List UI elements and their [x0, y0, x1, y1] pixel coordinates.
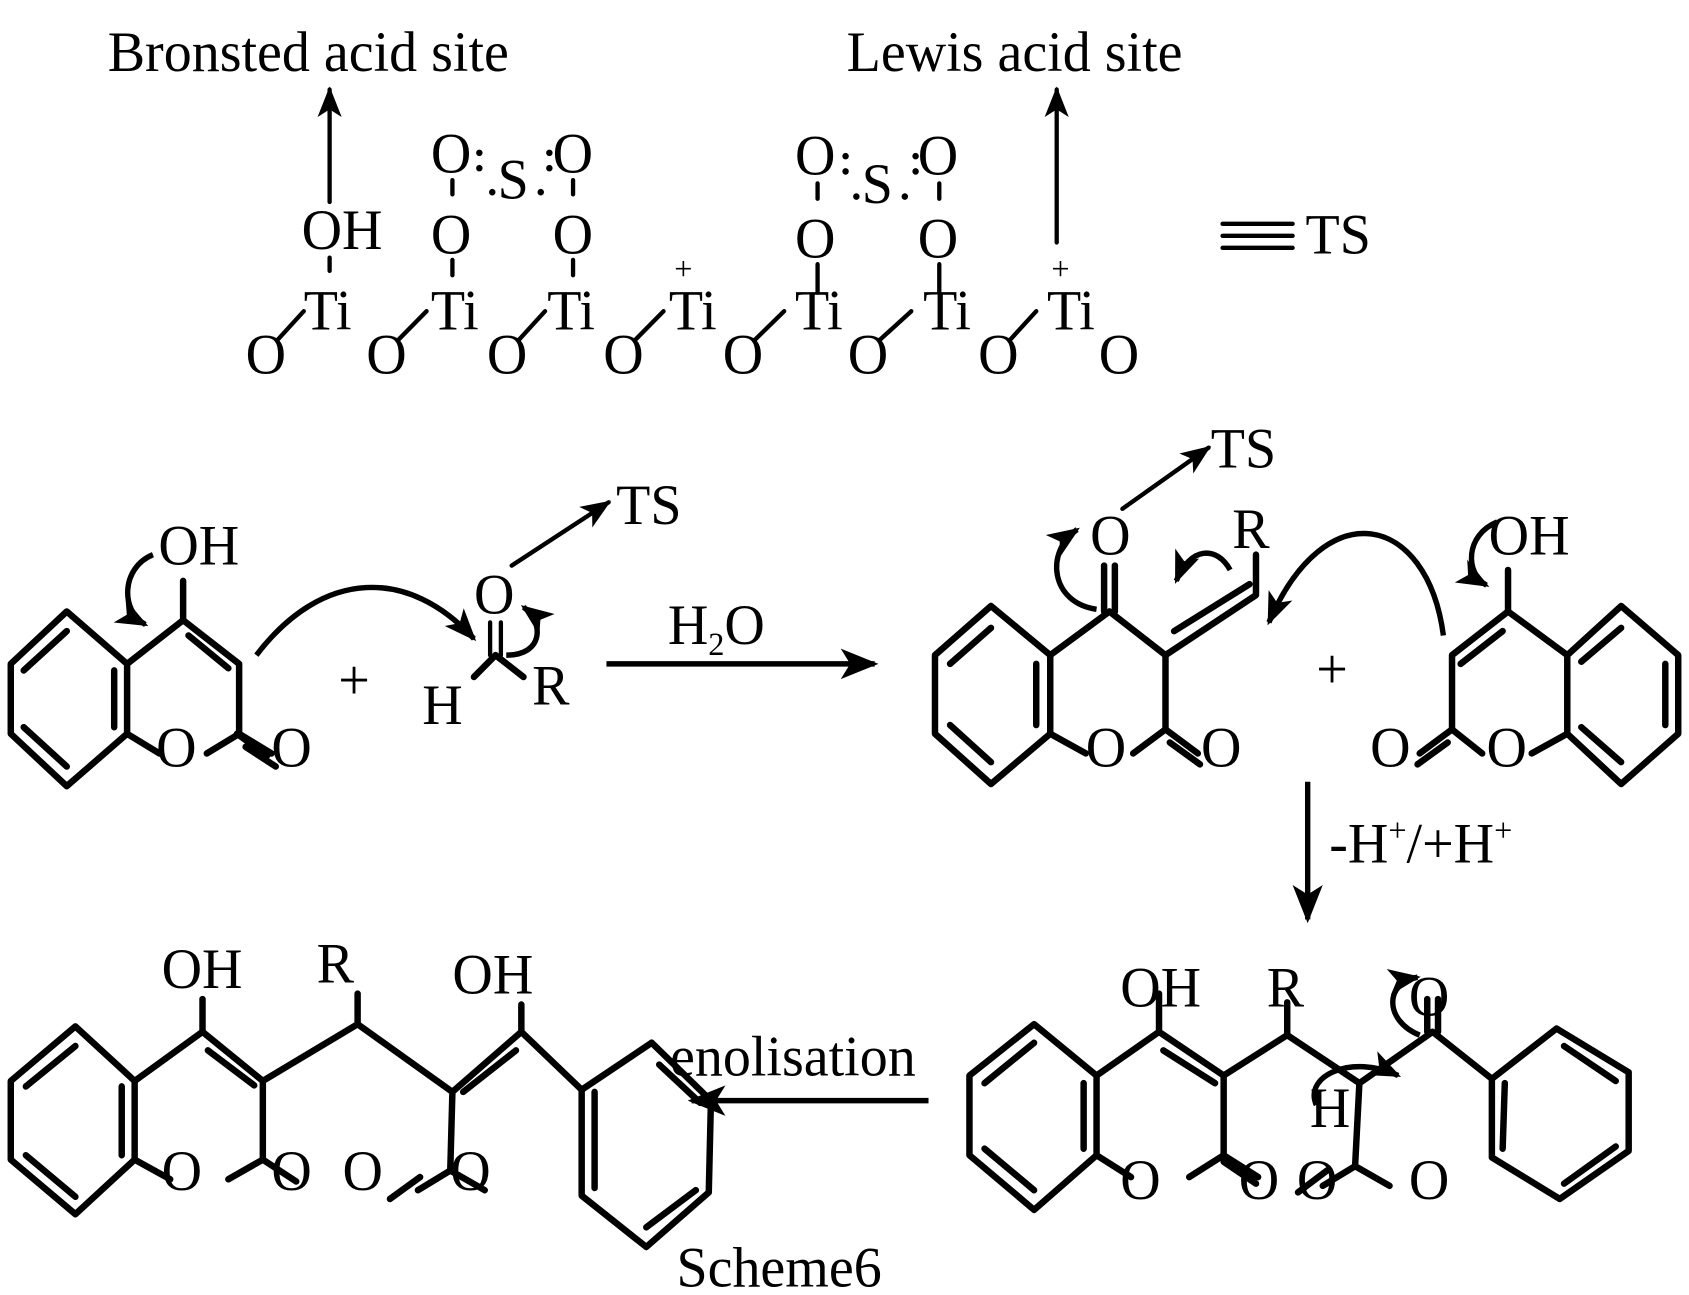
hydroxyl-label: OH	[1489, 505, 1570, 567]
ti-charge: +	[1051, 251, 1069, 287]
bridge-oxygen: O	[603, 324, 643, 386]
water-step: H2O	[606, 595, 879, 680]
enolisation-step: enolisation	[670, 1026, 929, 1116]
carbonyl-oxygen: O	[1239, 1150, 1279, 1212]
curved-arrow	[506, 604, 555, 658]
ring-oxygen: O	[1120, 1150, 1160, 1212]
curved-arrow	[1311, 1051, 1402, 1107]
r-group: R	[1267, 957, 1305, 1019]
ring-oxygen: O	[1486, 717, 1526, 779]
sulfur: S	[498, 149, 529, 211]
scheme-caption: Scheme6	[676, 1237, 881, 1295]
hydroxyl-label: OH	[158, 515, 239, 577]
oxygen: O	[918, 125, 958, 187]
catalyst-structure: Bronsted acid site Lewis acid site OH Ti…	[108, 22, 1371, 387]
bridge-oxygen: O	[1099, 324, 1139, 386]
bridge-oxygen: O	[246, 324, 286, 386]
enolisation-label: enolisation	[670, 1026, 916, 1088]
hydroxyl-label: OH	[1120, 957, 1201, 1019]
bridge-oxygen: O	[978, 324, 1018, 386]
carbonyl-oxygen: O	[1297, 1150, 1337, 1212]
sulfate-group-1: O O S O O	[431, 123, 593, 278]
ring-oxygen: O	[1086, 717, 1126, 779]
oxygen: O	[431, 123, 471, 185]
ti-atom: Ti	[431, 280, 479, 342]
titanium-chain: Ti Ti Ti Ti Ti Ti Ti + + O O O O O O O O	[246, 251, 1140, 386]
ts-equivalence: TS	[1220, 204, 1371, 266]
r-group: R	[317, 933, 355, 995]
ti-atom: Ti	[669, 280, 717, 342]
sulfur: S	[862, 154, 893, 216]
biscoumarin-product: OH R OH O O O O	[7, 933, 715, 1251]
carbonyl-oxygen: O	[271, 717, 311, 779]
ti-atom: Ti	[547, 280, 595, 342]
proton-label-2: /+H	[1407, 813, 1495, 875]
bridge-oxygen: O	[723, 324, 763, 386]
ti-charge: +	[674, 251, 692, 287]
ti-atom: Ti	[304, 280, 352, 342]
keto-intermediate: OH R O H O O O O	[966, 957, 1632, 1214]
ts-coordination-arrow	[509, 500, 612, 568]
oxygen: O	[795, 208, 835, 270]
ketone-oxygen: O	[1090, 505, 1130, 567]
water-subscript: 2	[708, 627, 724, 663]
bronsted-acid-label: Bronsted acid site	[108, 22, 509, 84]
ts-coordination-arrow	[1120, 445, 1212, 512]
ring-oxygen: O	[450, 1141, 490, 1203]
superscript: +	[1494, 813, 1512, 849]
aldehyde-reactant: O H R TS	[422, 475, 681, 737]
plus-sign: +	[1316, 639, 1348, 701]
curved-arrow	[1045, 527, 1098, 612]
superscript: +	[1388, 813, 1406, 849]
plus-sign: +	[338, 649, 370, 711]
bridge-oxygen: O	[848, 324, 888, 386]
water-oxygen: O	[724, 595, 764, 657]
proton-transfer-step: -H+/+H+	[1292, 781, 1512, 924]
oxygen: O	[431, 204, 471, 266]
curved-arrow	[1454, 519, 1499, 588]
r-group: R	[1232, 499, 1270, 561]
hydroxyl-label: OH	[162, 939, 243, 1001]
carbonyl-oxygen: O	[343, 1141, 383, 1203]
carbonyl-oxygen: O	[271, 1141, 311, 1203]
ts-label: TS	[1306, 204, 1371, 266]
curved-arrow	[1386, 969, 1421, 1038]
knoevenagel-intermediate: O O O R TS	[931, 418, 1276, 788]
carbonyl-oxygen: O	[1370, 717, 1410, 779]
r-group: R	[532, 655, 570, 717]
ring-oxygen: O	[162, 1141, 202, 1203]
ti-atom: Ti	[923, 280, 971, 342]
lewis-acid-label: Lewis acid site	[847, 22, 1183, 84]
sulfate-group-2: O O S O O	[795, 125, 958, 295]
hydrogen: H	[422, 675, 462, 737]
hydroxycoumarin-reactant: OH O O	[7, 515, 312, 790]
ti-atom: Ti	[1047, 280, 1095, 342]
ts-label: TS	[1211, 418, 1276, 480]
bridge-oxygen: O	[487, 324, 527, 386]
oxygen: O	[795, 125, 835, 187]
ring-oxygen: O	[1409, 1150, 1449, 1212]
hydroxyl-label: OH	[302, 200, 383, 262]
ts-label: TS	[616, 475, 681, 537]
ring-oxygen: O	[156, 717, 196, 779]
oxygen: O	[553, 123, 593, 185]
aldehyde-oxygen: O	[474, 564, 514, 626]
svg-text:H2O: H2O	[668, 595, 765, 663]
nucleophilic-attack-arrow	[254, 584, 477, 657]
oxygen: O	[918, 208, 958, 270]
curved-arrow	[113, 552, 155, 627]
michael-addition-arrow	[1266, 530, 1447, 636]
bridge-oxygen: O	[366, 324, 406, 386]
oxygen: O	[553, 204, 593, 266]
hydroxyl-label: OH	[452, 944, 533, 1006]
svg-text:-H+/+H+: -H+/+H+	[1329, 813, 1512, 876]
proton-label: -H	[1329, 813, 1388, 875]
carbonyl-oxygen: O	[1201, 717, 1241, 779]
water-label: H	[668, 595, 708, 657]
curved-arrow	[1173, 548, 1233, 584]
hydroxycoumarin-second: OH O O	[1370, 505, 1682, 788]
